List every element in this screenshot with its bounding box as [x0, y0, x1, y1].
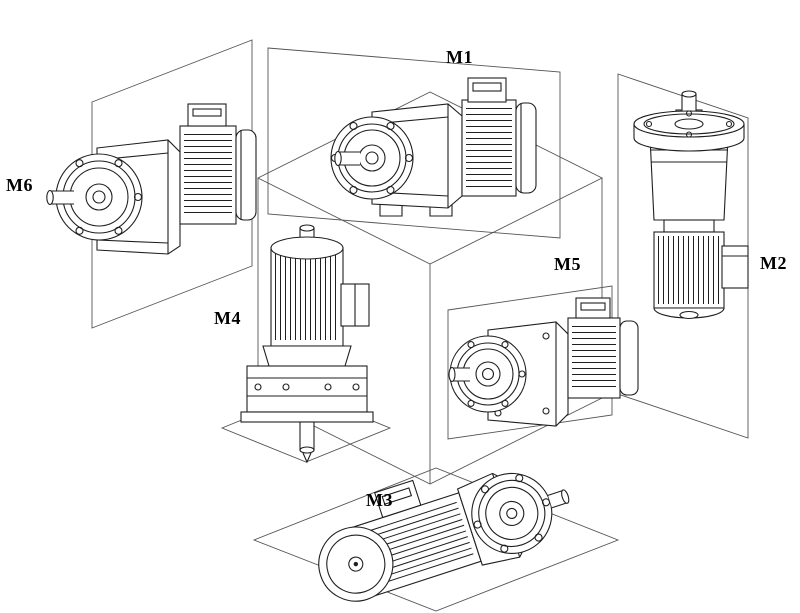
gearmotor-m3 — [318, 472, 570, 602]
gearmotor-m2 — [633, 90, 749, 320]
mounting-plane-m6 — [91, 39, 253, 329]
mounting-plane-m1 — [267, 47, 561, 239]
gearmotor-m6 — [46, 103, 257, 255]
label-m6: M6 — [6, 175, 33, 195]
mounting-plane-m2 — [617, 73, 749, 439]
label-m4: M4 — [214, 308, 241, 328]
label-m1: M1 — [446, 47, 473, 67]
mounting-plane-m5 — [447, 285, 613, 440]
gearmotor-m5 — [448, 297, 639, 427]
label-m5: M5 — [554, 254, 581, 274]
gearmotor-m1 — [330, 77, 537, 217]
orientation-cube — [256, 91, 604, 485]
label-m3: M3 — [366, 490, 393, 510]
label-m2: M2 — [760, 253, 787, 273]
gearmotor-m4 — [240, 224, 374, 464]
